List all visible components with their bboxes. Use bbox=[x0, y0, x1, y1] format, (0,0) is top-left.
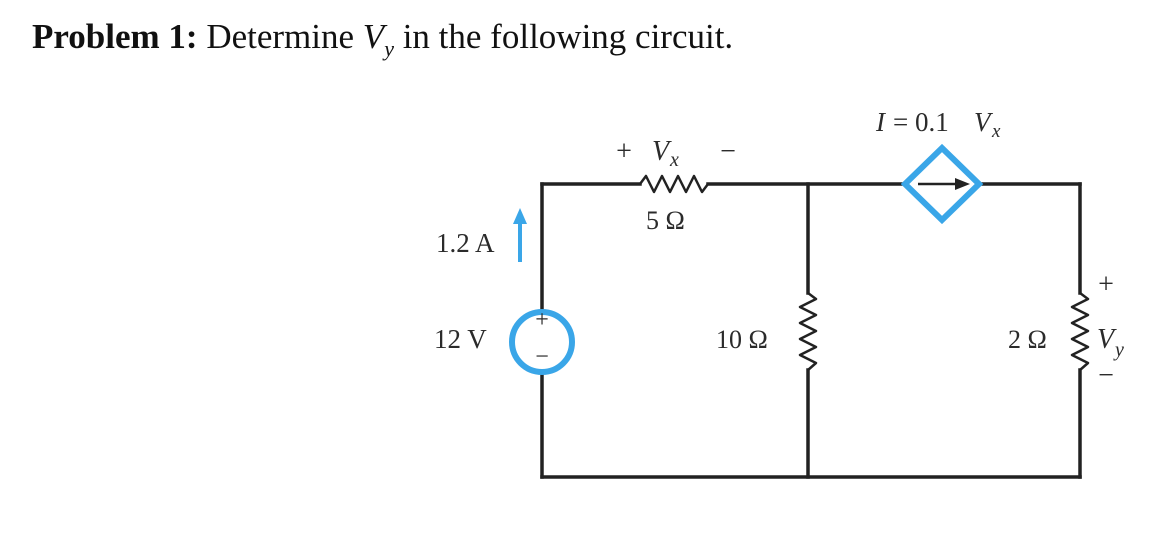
dependent-source-arrow-head bbox=[955, 178, 970, 190]
dep-source-var: V bbox=[974, 107, 994, 137]
vx-minus-sign: − bbox=[720, 136, 736, 167]
vx-sub: x bbox=[669, 149, 679, 171]
resistor-5ohm bbox=[639, 174, 709, 194]
dep-source-prefix: I bbox=[875, 107, 887, 137]
problem-text-before: Determine bbox=[206, 17, 355, 56]
problem-statement: Problem 1: Determine Vy in the following… bbox=[32, 14, 733, 72]
resistor-2ohm bbox=[1070, 292, 1090, 371]
vx-plus-sign: + bbox=[616, 136, 632, 167]
vy-sub: y bbox=[1113, 339, 1124, 361]
source-minus-sign: − bbox=[535, 344, 549, 370]
problem-label: Problem 1: bbox=[32, 17, 198, 56]
r3-value-label: 2 Ω bbox=[1008, 325, 1047, 354]
problem-text-after: in the following circuit. bbox=[402, 17, 734, 56]
voltage-source-circle bbox=[509, 309, 575, 375]
problem-var: V bbox=[362, 17, 385, 56]
vy-minus-sign: − bbox=[1098, 360, 1114, 391]
vy-var: V bbox=[1097, 324, 1117, 355]
r1-value-label: 5 Ω bbox=[646, 206, 685, 235]
r2-value-label: 10 Ω bbox=[716, 325, 768, 354]
vx-var: V bbox=[652, 136, 672, 167]
resistor-10ohm bbox=[798, 292, 818, 371]
dep-source-var-sub: x bbox=[991, 121, 1001, 142]
source-current-arrow bbox=[513, 208, 527, 262]
wires bbox=[540, 182, 1082, 479]
dependent-current-source bbox=[900, 143, 984, 225]
source-plus-sign: + bbox=[535, 307, 549, 333]
problem-var-sub: y bbox=[384, 36, 394, 61]
vy-plus-sign: + bbox=[1098, 269, 1114, 300]
source-voltage-label: 12 V bbox=[434, 324, 487, 354]
dep-source-middle: = 0.1 bbox=[893, 107, 949, 137]
source-current-label: 1.2 A bbox=[436, 228, 495, 258]
